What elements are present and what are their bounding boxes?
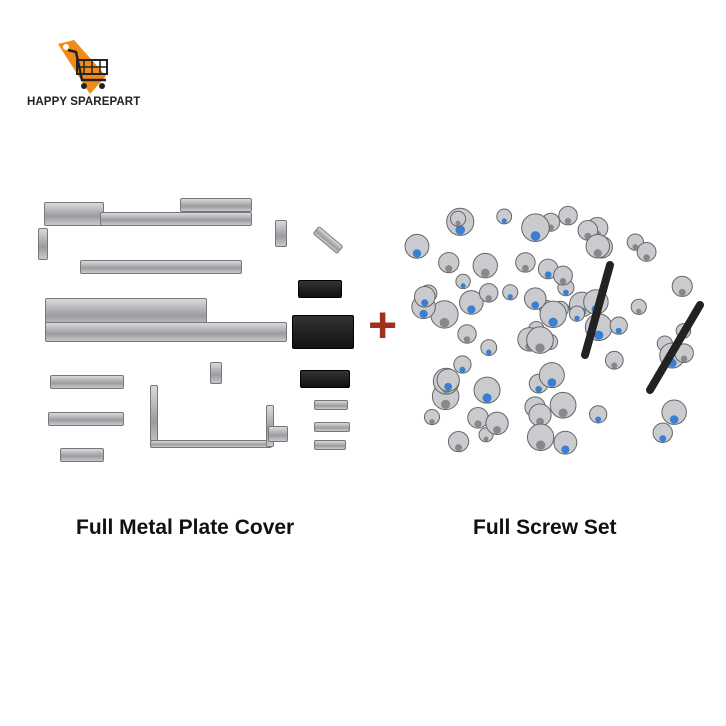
screw (502, 284, 519, 301)
screw (537, 258, 559, 280)
screw (496, 208, 513, 225)
screw (585, 233, 611, 259)
screw (459, 290, 484, 315)
brand-name: HAPPY SPAREPART (27, 96, 141, 108)
screw (457, 324, 477, 344)
screw (526, 326, 554, 354)
screw (539, 300, 567, 329)
screw (478, 283, 499, 303)
screw (473, 376, 501, 404)
screw (636, 242, 657, 262)
screw (568, 305, 586, 322)
screw (521, 213, 550, 243)
screw (423, 408, 441, 426)
screw (558, 205, 578, 226)
screw (480, 339, 498, 356)
caption-metal-plate-cover: Full Metal Plate Cover (76, 516, 295, 539)
screw (447, 431, 470, 453)
screw (671, 275, 693, 297)
caption-screw-set: Full Screw Set (473, 516, 617, 539)
metal-plate-cover-image (30, 190, 370, 470)
screw (523, 287, 547, 310)
screw (485, 411, 509, 436)
screw (453, 355, 472, 374)
screw (528, 403, 552, 427)
screw (630, 298, 647, 315)
screw (467, 406, 489, 429)
screw (553, 265, 573, 286)
screw (404, 233, 430, 259)
screw (661, 399, 687, 425)
screw (526, 423, 555, 451)
plus-sign: + (368, 297, 398, 353)
screw (455, 273, 471, 290)
screw (589, 405, 608, 424)
screw (438, 251, 460, 274)
screw (436, 368, 460, 392)
screw (472, 252, 498, 279)
long-black-screw (581, 261, 614, 359)
screw-set-image (404, 205, 704, 455)
screw (515, 252, 536, 273)
long-black-screw (646, 301, 704, 394)
screw (549, 391, 577, 419)
screw (538, 362, 565, 389)
screw (604, 350, 624, 370)
shopping-cart-tag-icon (58, 40, 108, 94)
screw (652, 422, 673, 443)
screw (449, 210, 467, 227)
screw (553, 430, 578, 455)
brand-logo (22, 38, 147, 118)
screw (413, 285, 436, 308)
screw (609, 316, 628, 335)
